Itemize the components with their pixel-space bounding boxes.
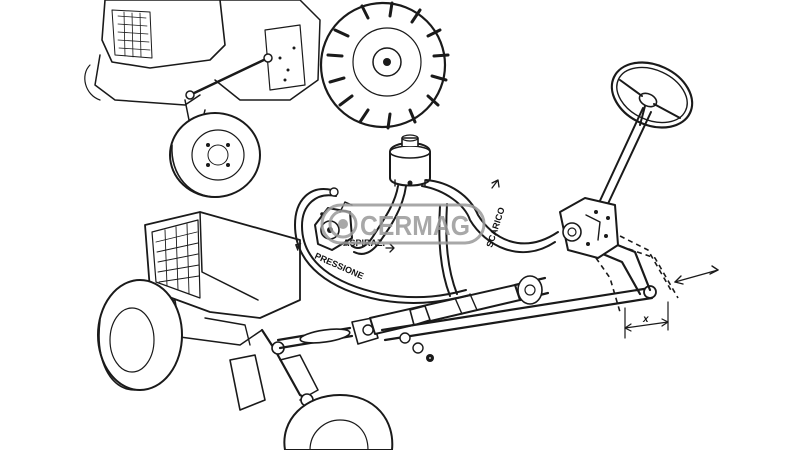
bolt-assembly [399, 332, 434, 362]
steering-wheel-assembly [559, 61, 694, 259]
return-hose [421, 185, 556, 253]
cermag-watermark: CERMAG [320, 203, 486, 245]
steering-box [559, 197, 619, 259]
tractor-main-view [97, 211, 394, 450]
pressure-hose [294, 188, 471, 304]
hydraulic-cylinder [369, 275, 550, 335]
tractor-main-left-wheel [97, 279, 183, 391]
watermark-frame [320, 203, 486, 245]
tractor-top-view [84, 0, 450, 198]
steering-linkage [276, 231, 679, 362]
tractor-top-grille [111, 9, 153, 59]
tractor-main-right-wheel [283, 394, 394, 450]
dimension-x: x [624, 265, 719, 339]
tractor-main-grille [151, 219, 201, 299]
watermark-circle-icon [328, 209, 358, 239]
dimension-x-label: x [642, 314, 649, 325]
oil-reservoir [389, 134, 431, 187]
tractor-top-front-wheel [169, 112, 261, 198]
watermark-text: CERMAG [360, 210, 470, 241]
suction-hose [351, 185, 399, 249]
tractor-top-rear-wheel [319, 1, 450, 130]
